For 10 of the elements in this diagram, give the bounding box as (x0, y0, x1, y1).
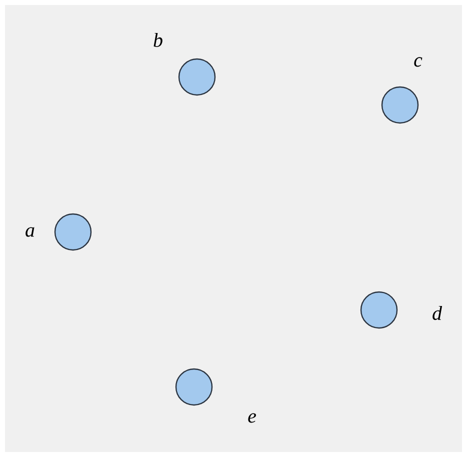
node-label: b (154, 32, 162, 48)
circle (175, 368, 213, 406)
circle (178, 58, 216, 96)
node-label: e (248, 413, 256, 423)
node-label: d (432, 306, 442, 320)
circle (360, 291, 398, 329)
node-label: c (414, 57, 422, 67)
circle (381, 86, 419, 124)
circle (54, 213, 92, 251)
node-label: a (26, 227, 34, 237)
